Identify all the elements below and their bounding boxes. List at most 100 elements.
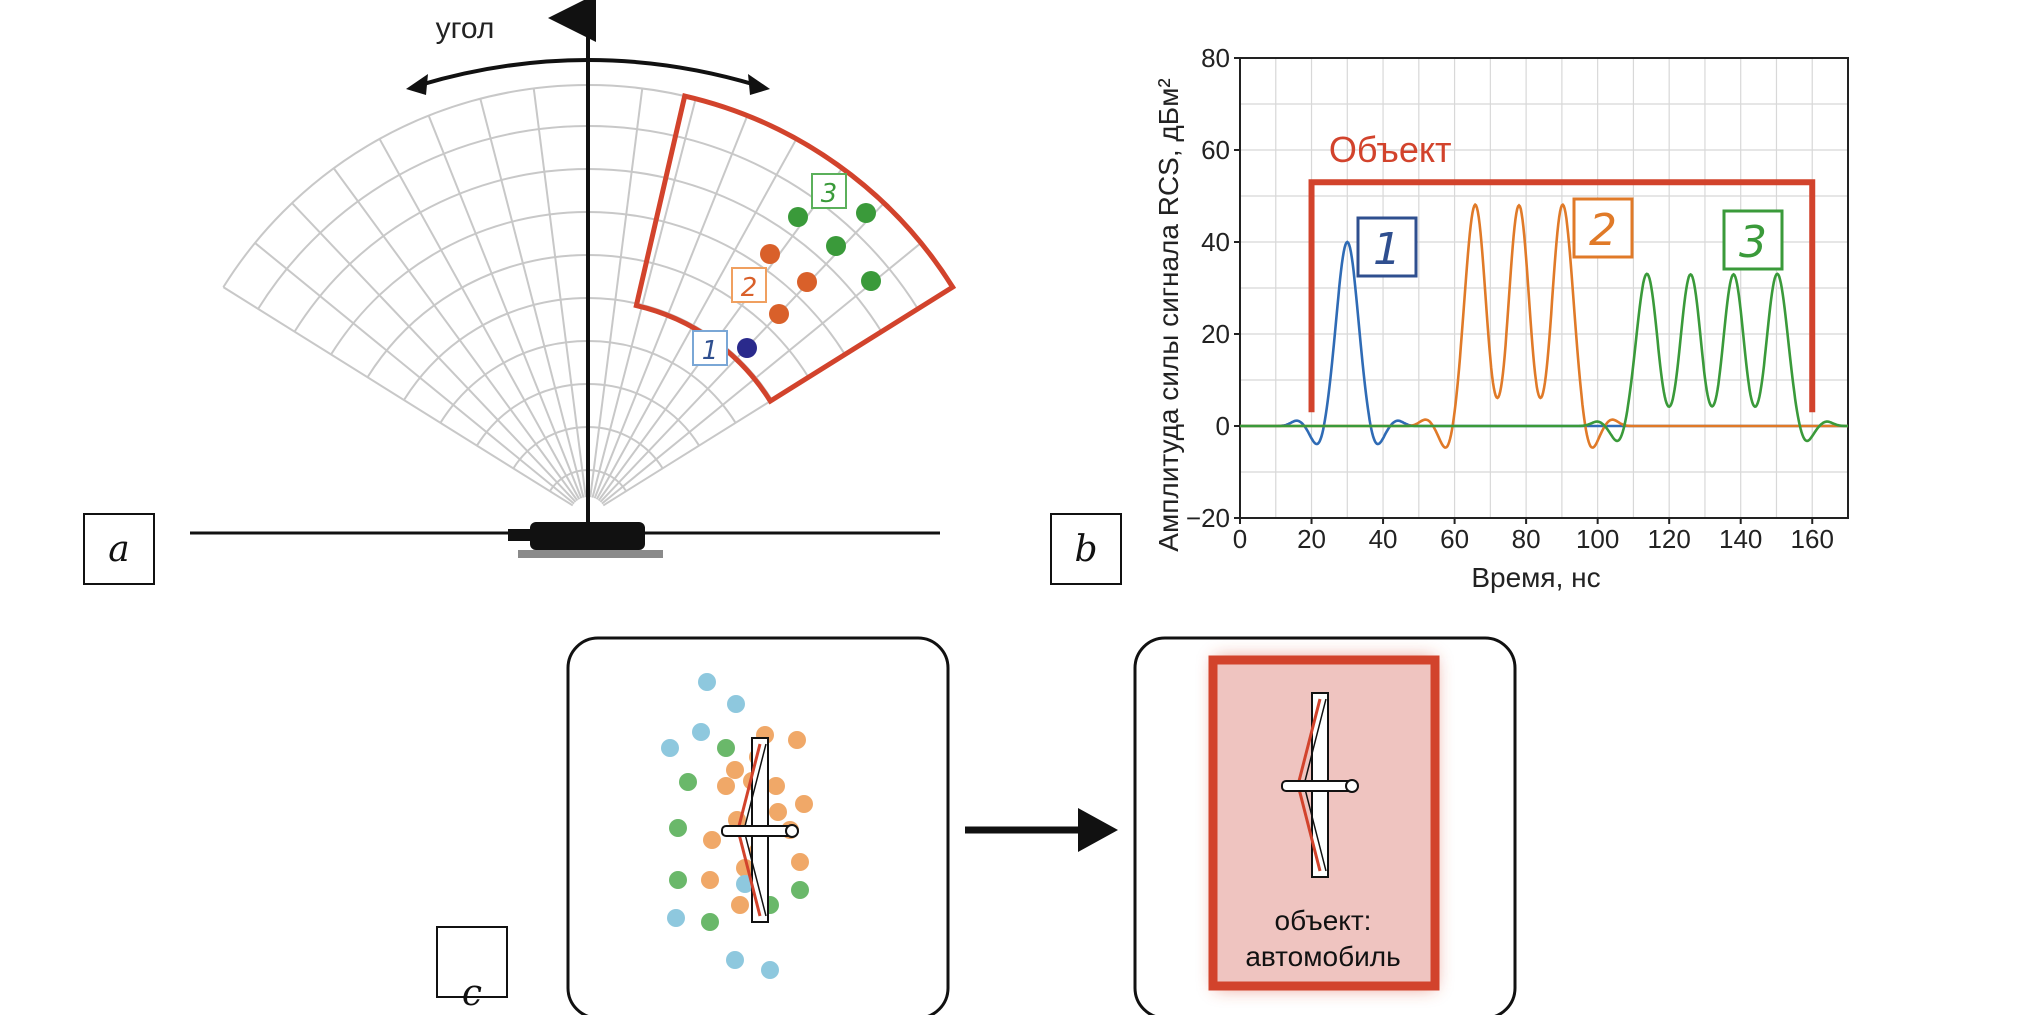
- fan-spoke: [479, 98, 585, 498]
- point: [703, 831, 721, 849]
- series-line-1: [1240, 240, 1848, 446]
- radar-sensor: [530, 522, 645, 550]
- point: [698, 673, 716, 691]
- x-tick-label: 80: [1512, 524, 1541, 554]
- target-dot-group-1: [737, 338, 757, 358]
- series-line-3: [1240, 272, 1848, 443]
- point: [761, 961, 779, 979]
- y-tick-label: 20: [1201, 319, 1230, 349]
- point: [767, 777, 785, 795]
- series-lines: [1240, 202, 1848, 449]
- group-label-2: 2: [741, 273, 758, 303]
- point: [679, 773, 697, 791]
- point: [726, 761, 744, 779]
- point: [692, 723, 710, 741]
- point: [717, 739, 735, 757]
- point: [731, 896, 749, 914]
- panel-letter-box-c: [436, 926, 508, 998]
- panel-letter-a: a: [108, 529, 129, 570]
- plot-frame: [1239, 57, 1849, 519]
- result-label-line2: автомобиль: [1245, 941, 1400, 972]
- point: [795, 795, 813, 813]
- y-tick-label: 0: [1216, 411, 1230, 441]
- panel-c: c объект: автомобиль: [436, 636, 1517, 1015]
- fan-spoke: [291, 202, 577, 503]
- target-dot-group-3: [856, 203, 876, 223]
- point: [701, 871, 719, 889]
- chart-grid: [1240, 58, 1848, 518]
- x-tick-label: 100: [1576, 524, 1619, 554]
- group-label-3: 3: [821, 179, 838, 209]
- x-tick-label: 120: [1647, 524, 1690, 554]
- target-dot-group-3: [861, 271, 881, 291]
- badge-2: 2: [1589, 205, 1617, 256]
- badge-box-1: [1356, 216, 1418, 278]
- object-bracket: [1308, 179, 1816, 413]
- y-tick-label: 40: [1201, 227, 1230, 257]
- x-axis-label: Время, нс: [1471, 562, 1600, 593]
- x-tick-label: 160: [1791, 524, 1834, 554]
- point: [667, 909, 685, 927]
- panel-letter-box-a: [83, 513, 155, 585]
- sensor-base: [518, 550, 663, 558]
- target-dot-group-2: [760, 244, 780, 264]
- target-dot-group-3: [826, 236, 846, 256]
- group-label-box-2: [731, 267, 767, 303]
- panel-a: угол 1 2 3 a: [83, 0, 957, 585]
- angle-label: угол: [436, 12, 495, 45]
- target-dot-group-3: [788, 207, 808, 227]
- group-label-1: 1: [702, 336, 719, 366]
- badge-box-3: [1722, 209, 1784, 271]
- panel-letter-c: c: [462, 973, 482, 1014]
- panel-letter-box-b: [1050, 513, 1122, 585]
- x-tick-label: 140: [1719, 524, 1762, 554]
- point: [791, 881, 809, 899]
- angle-arc: [419, 58, 757, 87]
- transform-arrowhead: [1078, 808, 1118, 852]
- y-tick-label: 60: [1201, 135, 1230, 165]
- fan-spoke: [427, 115, 583, 499]
- angle-arrowhead-left: [406, 74, 428, 95]
- x-tick-label: 40: [1369, 524, 1398, 554]
- point: [669, 819, 687, 837]
- fan-spoke: [593, 115, 749, 499]
- y-tick-label: 80: [1201, 43, 1230, 73]
- y-tick-labels: −20 0 20 40 60 80: [1186, 43, 1240, 533]
- point: [769, 803, 787, 821]
- fan-spoke: [254, 242, 575, 505]
- badge-box-2: [1572, 197, 1634, 259]
- car-icon-right: [1281, 692, 1359, 878]
- point: [669, 871, 687, 889]
- point: [727, 695, 745, 713]
- y-tick-label: −20: [1186, 503, 1230, 533]
- target-dot-group-2: [769, 304, 789, 324]
- point: [701, 913, 719, 931]
- fan-spoke: [589, 88, 644, 498]
- radar-sensor-mount: [508, 529, 538, 541]
- panel-letter-b: b: [1074, 529, 1097, 570]
- point: [661, 739, 679, 757]
- badge-1: 1: [1373, 224, 1401, 275]
- fan-spoke: [595, 138, 798, 500]
- y-axis-label: Амплитуда силы сигнала RCS, дБм²: [1153, 78, 1184, 551]
- fan-spoke: [332, 167, 579, 502]
- point: [788, 731, 806, 749]
- fan-spoke: [532, 88, 587, 498]
- x-tick-label: 20: [1297, 524, 1326, 554]
- angle-arrowhead-right: [748, 74, 770, 95]
- object-label: Объект: [1329, 129, 1452, 170]
- badge-3: 3: [1739, 217, 1767, 268]
- target-dot-group-2: [797, 272, 817, 292]
- point: [791, 853, 809, 871]
- fan-spoke: [591, 98, 697, 498]
- group-label-box-1: [692, 330, 728, 366]
- result-label-line1: объект:: [1275, 905, 1372, 936]
- fan-spoke: [222, 286, 574, 507]
- group-label-box-3: [811, 173, 847, 209]
- point: [726, 951, 744, 969]
- x-tick-label: 0: [1233, 524, 1247, 554]
